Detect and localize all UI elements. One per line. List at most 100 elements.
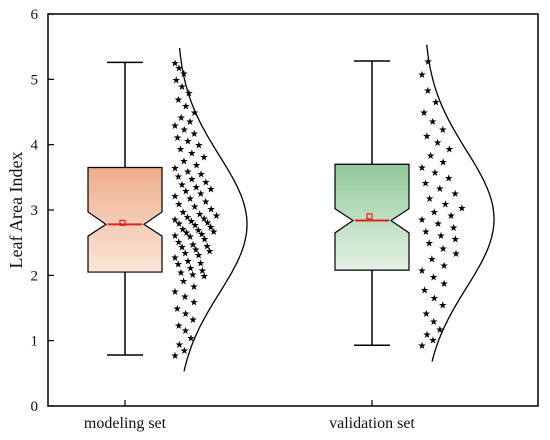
scatter-point: ★ (171, 164, 180, 175)
scatter-point: ★ (418, 215, 427, 226)
scatter-point: ★ (445, 145, 454, 156)
scatter-point: ★ (187, 216, 196, 227)
scatter-point: ★ (171, 121, 180, 132)
scatter-point: ★ (186, 232, 195, 243)
scatter-point: ★ (171, 192, 180, 203)
scatter-point: ★ (197, 230, 206, 241)
scatter-point: ★ (175, 219, 184, 230)
scatter-point: ★ (430, 207, 439, 218)
scatter-point: ★ (174, 260, 183, 271)
scatter-point: ★ (177, 82, 186, 93)
scatter-point: ★ (447, 211, 456, 222)
box-group (87, 60, 410, 356)
scatter-point: ★ (206, 184, 215, 195)
scatter-point: ★ (431, 98, 440, 109)
scatter-point: ★ (183, 137, 192, 148)
mean-marker (119, 219, 126, 226)
scatter-point: ★ (179, 207, 188, 218)
scatter-point: ★ (172, 75, 181, 86)
scatter-point: ★ (194, 226, 203, 237)
scatter-point: ★ (187, 149, 196, 160)
scatter-point: ★ (418, 163, 427, 174)
scatter-point: ★ (192, 160, 201, 171)
scatter-point: ★ (424, 57, 433, 68)
scatter-point: ★ (200, 152, 209, 163)
scatter-point: ★ (189, 282, 198, 293)
scatter-point: ★ (188, 270, 197, 281)
scatter-point: ★ (181, 309, 190, 320)
scatter-point: ★ (451, 189, 460, 200)
scatter-point: ★ (428, 335, 437, 346)
scatter-point: ★ (428, 117, 437, 128)
scatter-point: ★ (171, 58, 180, 69)
scatter-point: ★ (179, 156, 188, 167)
scatter-point: ★ (440, 261, 449, 272)
scatter-point: ★ (423, 86, 432, 97)
scatter-point: ★ (444, 173, 453, 184)
scatter-point: ★ (171, 215, 180, 226)
scatter-point: ★ (441, 199, 450, 210)
scatter-point: ★ (176, 145, 185, 156)
scatter-point: ★ (433, 138, 442, 149)
scatter-point: ★ (423, 330, 432, 341)
scatter-point: ★ (421, 227, 430, 238)
scatter-point: ★ (179, 277, 188, 288)
scatter-point: ★ (178, 243, 187, 254)
scatter-point: ★ (197, 169, 206, 180)
scatter-point: ★ (194, 141, 203, 152)
scatter-point: ★ (180, 292, 189, 303)
scatter-point: ★ (177, 180, 186, 191)
scatter-point: ★ (174, 199, 183, 210)
scatter-point: ★ (427, 254, 436, 265)
scatter-point: ★ (183, 167, 192, 178)
scatter-point: ★ (207, 205, 216, 216)
scatter-point: ★ (438, 301, 447, 312)
scatter-point: ★ (180, 346, 189, 357)
scatter-point: ★ (190, 108, 199, 119)
scatter-point: ★ (434, 219, 443, 230)
scatter-point: ★ (452, 249, 461, 260)
scatter-point: ★ (171, 287, 180, 298)
scatter-point: ★ (422, 132, 431, 143)
scatter-point: ★ (421, 179, 430, 190)
scatter-point: ★ (175, 340, 184, 351)
scatter-point: ★ (203, 218, 212, 229)
distribution-curve (178, 47, 248, 372)
scatter-point: ★ (440, 279, 449, 290)
scatter-point: ★ (439, 158, 448, 169)
scatter-point: ★ (430, 168, 439, 179)
scatter-point: ★ (187, 175, 196, 186)
scatter-point: ★ (203, 241, 212, 252)
distribution-curve (426, 44, 495, 362)
mean-marker (366, 213, 373, 220)
scatter-point: ★ (418, 341, 427, 352)
scatter-point: ★ (189, 297, 198, 308)
scatter-point: ★ (187, 333, 196, 344)
scatter-point: ★ (181, 326, 190, 337)
scatter-point: ★ (436, 231, 445, 242)
scatter-point: ★ (200, 271, 209, 282)
scatter-point: ★ (180, 125, 189, 136)
x-category-label: validation set (329, 415, 415, 432)
scatter-point: ★ (178, 224, 187, 235)
scatter-point: ★ (449, 223, 458, 234)
y-tick-label: 5 (31, 72, 39, 88)
scatter-point: ★ (174, 95, 183, 106)
scatter-point: ★ (171, 253, 180, 264)
distribution-curves (178, 44, 495, 372)
scatter-point: ★ (200, 214, 209, 225)
scatter-point: ★ (174, 237, 183, 248)
scatter-point: ★ (194, 250, 203, 261)
y-tick-label: 0 (31, 399, 39, 415)
scatter-point: ★ (191, 220, 200, 231)
scatter-point: ★ (186, 263, 195, 274)
scatter-point: ★ (196, 189, 205, 200)
y-tick-label: 2 (31, 268, 39, 284)
scatter-point: ★ (426, 151, 435, 162)
scatter-point: ★ (206, 222, 215, 233)
scatter-point: ★ (457, 203, 466, 214)
scatter-point: ★ (177, 113, 186, 124)
